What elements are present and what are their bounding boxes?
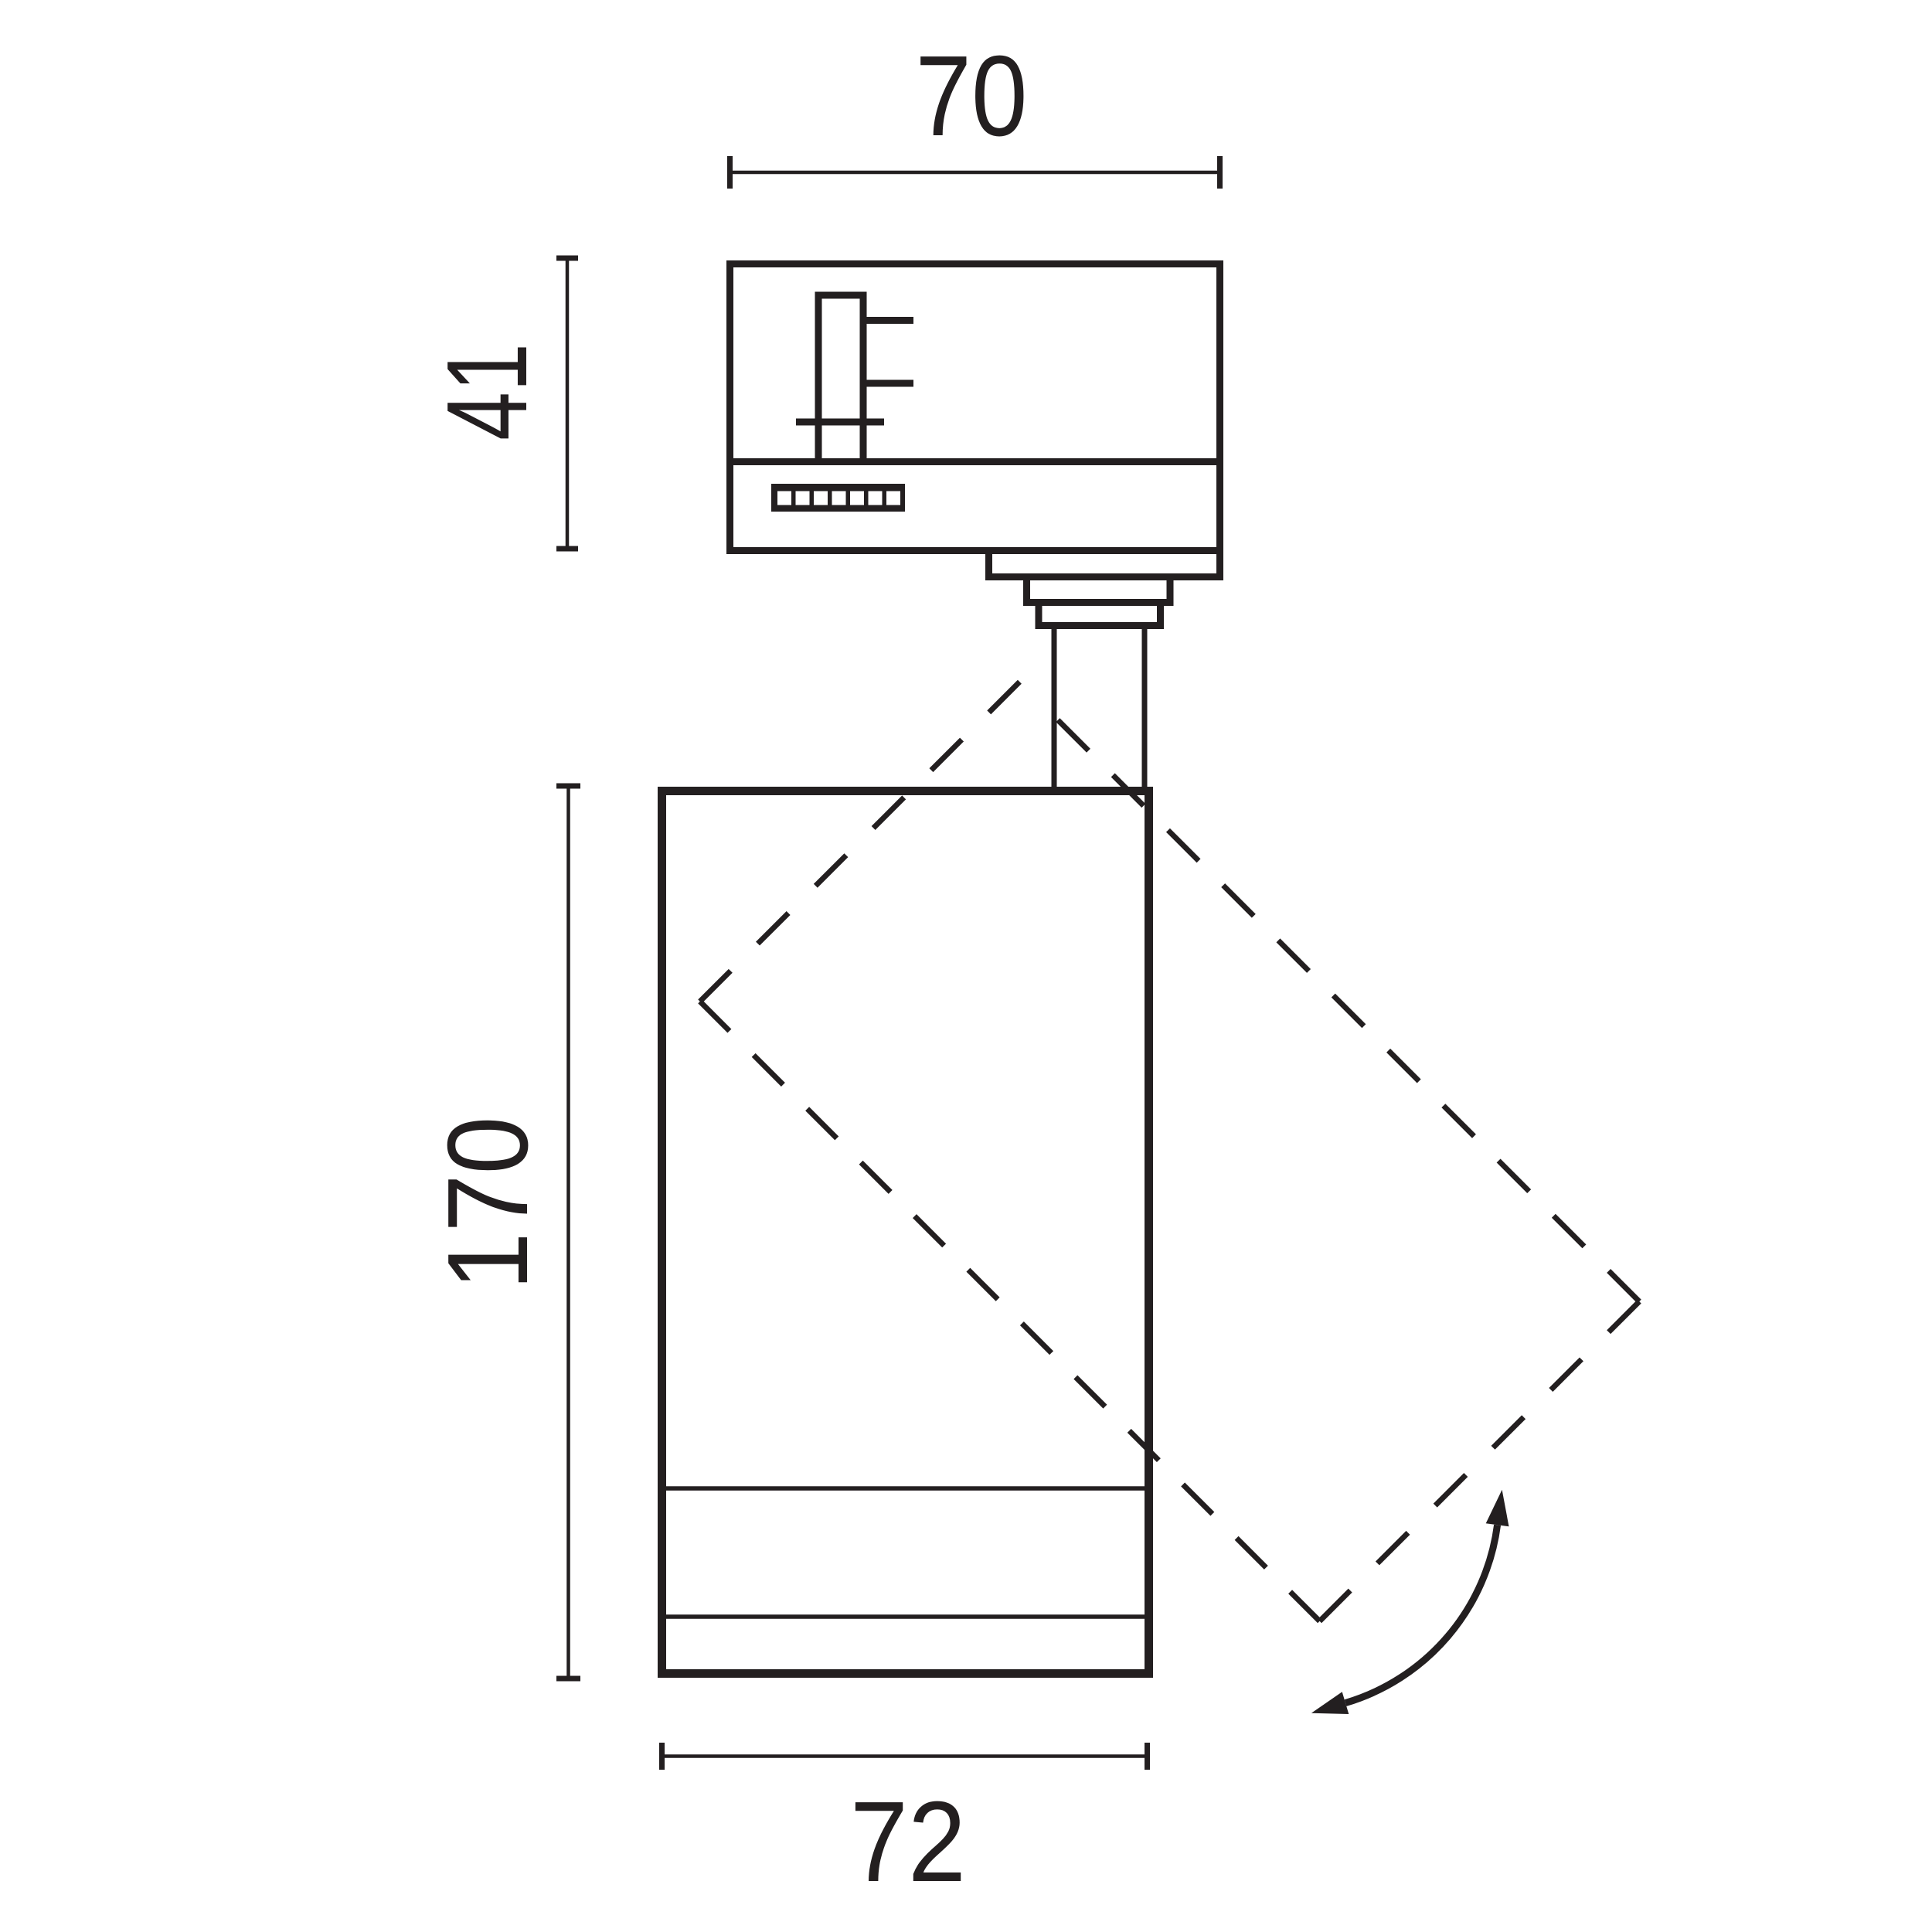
terminal-cell — [832, 491, 846, 505]
dimension-adapter-height-label: 41 — [423, 343, 551, 440]
adapter-pedestal — [985, 547, 1223, 791]
dimension-body-width: 72 — [659, 1743, 1150, 1906]
dimension-body-height: 170 — [424, 783, 580, 1682]
dimension-adapter-height: 41 — [423, 255, 578, 552]
terminal-cell — [868, 491, 883, 505]
terminal-block — [771, 484, 905, 512]
pedestal-step-1 — [985, 547, 1223, 580]
tilt-outline-edge-upper-left — [698, 679, 1022, 1004]
rotation-arrow-head-down — [1311, 1692, 1349, 1714]
locking-lever — [815, 291, 867, 463]
terminal-cell — [814, 491, 828, 505]
tilt-outline-edge-upper-right — [1056, 718, 1641, 1304]
spotlight-body-outline — [658, 787, 1153, 1678]
dimension-adapter-width-label: 70 — [916, 32, 1028, 160]
track-adapter — [726, 260, 1223, 554]
dimension-body-width-label: 72 — [850, 1778, 966, 1906]
pedestal-step-3 — [1035, 599, 1164, 629]
dimension-adapter-width: 70 — [727, 32, 1223, 189]
tilt-outline-edge-lower-right — [1318, 1299, 1641, 1624]
terminal-cell — [795, 491, 810, 505]
terminal-cell — [777, 491, 791, 505]
tilt-range-outline — [698, 679, 1641, 1624]
tilt-outline-edge-lower-left — [698, 999, 1322, 1624]
pedestal-step-2 — [1023, 573, 1174, 606]
track-adapter-outline — [726, 260, 1223, 554]
spotlight-body — [658, 787, 1153, 1678]
terminal-cell — [886, 491, 900, 505]
rotation-arrow-head-up — [1485, 1489, 1509, 1527]
rotation-arrow — [1311, 1489, 1509, 1714]
rotation-arrow-arc — [1344, 1524, 1502, 1706]
terminal-cell — [850, 491, 864, 505]
dimension-body-height-label: 170 — [424, 1117, 552, 1291]
